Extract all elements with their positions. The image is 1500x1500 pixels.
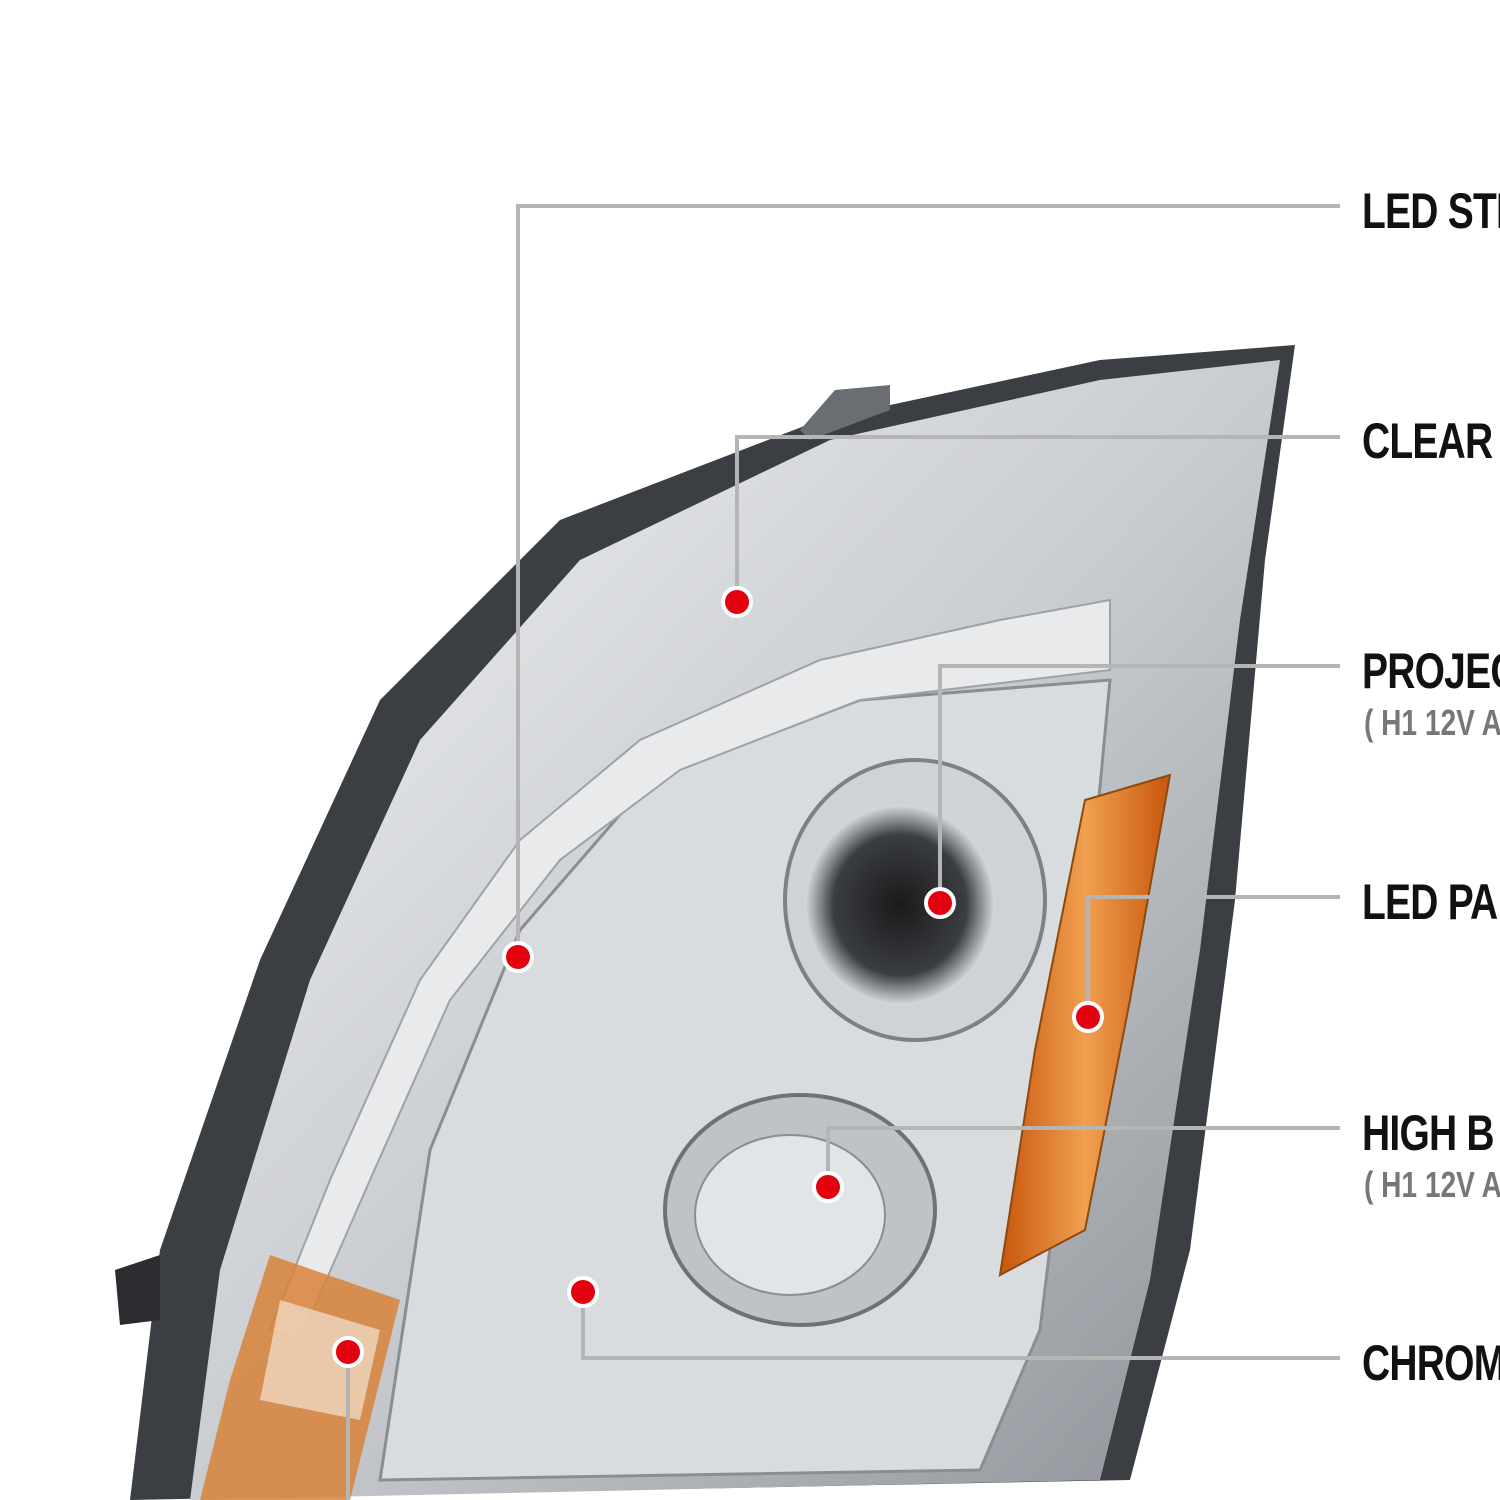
marker-led-strip [502, 941, 534, 973]
leader-line-projector [938, 664, 1340, 903]
callout-label-high-beam: HIGH B [1362, 1105, 1495, 1161]
leader-line-clear-lens [735, 435, 1340, 602]
leader-line-chrome [581, 1292, 1340, 1360]
callout-markers [332, 586, 1104, 1368]
callout-label-projector: PROJEC [1362, 643, 1500, 699]
callout-label-led-strip: LED STR [1362, 183, 1500, 239]
leader-line-led-strip [516, 204, 1340, 957]
marker-chrome [567, 1276, 599, 1308]
marker-turn-signal [332, 1336, 364, 1368]
leader-line-high-beam [826, 1126, 1340, 1187]
leader-line-led-parking [1086, 895, 1340, 1017]
marker-high-beam [812, 1171, 844, 1203]
callout-sub-projector: ( H1 12V A [1364, 702, 1500, 743]
leader-lines [346, 204, 1340, 1500]
callout-label-chrome: CHROM [1362, 1335, 1500, 1391]
callout-label-clear-lens: CLEAR L [1362, 413, 1500, 469]
callout-label-led-parking: LED PAI [1362, 874, 1500, 930]
marker-led-parking [1072, 1001, 1104, 1033]
marker-clear-lens [721, 586, 753, 618]
mount-tab [800, 385, 890, 440]
marker-projector [924, 887, 956, 919]
mount-bracket [115, 1255, 160, 1325]
projector-lens [805, 805, 995, 1005]
callout-sub-high-beam: ( H1 12V A [1364, 1164, 1500, 1205]
